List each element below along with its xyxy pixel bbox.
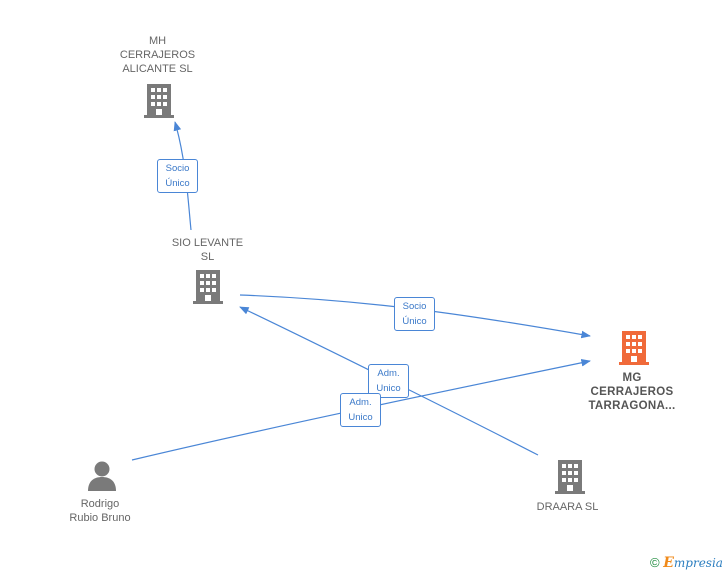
node-label-draara[interactable]: DRAARA SL — [536, 501, 599, 513]
edge-label-socio-unico[interactable]: Socio Único — [394, 297, 435, 331]
empresia-logo: Empresia — [663, 555, 723, 571]
building-icon[interactable] — [144, 84, 174, 118]
building-icon[interactable] — [555, 460, 585, 494]
node-label-mg-cerrajeros-tarragona[interactable]: MG CERRAJEROS TARRAGONA... — [588, 372, 676, 412]
copyright-icon: © — [650, 555, 660, 570]
footer-brand: © Empresia — [650, 555, 723, 571]
node-label-rodrigo-rubio-bruno[interactable]: Rodrigo Rubio Bruno — [69, 498, 131, 524]
person-icon[interactable] — [88, 461, 116, 492]
edge-label-socio-unico[interactable]: Socio Único — [157, 159, 198, 193]
building-icon[interactable] — [619, 331, 649, 365]
edge-label-adm-unico[interactable]: Adm. Unico — [340, 393, 381, 427]
building-icon[interactable] — [193, 270, 223, 304]
node-label-sio-levante[interactable]: SIO LEVANTE SL — [171, 237, 244, 263]
edge-label-adm-unico[interactable]: Adm. Unico — [368, 364, 409, 398]
node-label-mh-cerrajeros-alicante[interactable]: MH CERRAJEROS ALICANTE SL — [119, 35, 196, 75]
